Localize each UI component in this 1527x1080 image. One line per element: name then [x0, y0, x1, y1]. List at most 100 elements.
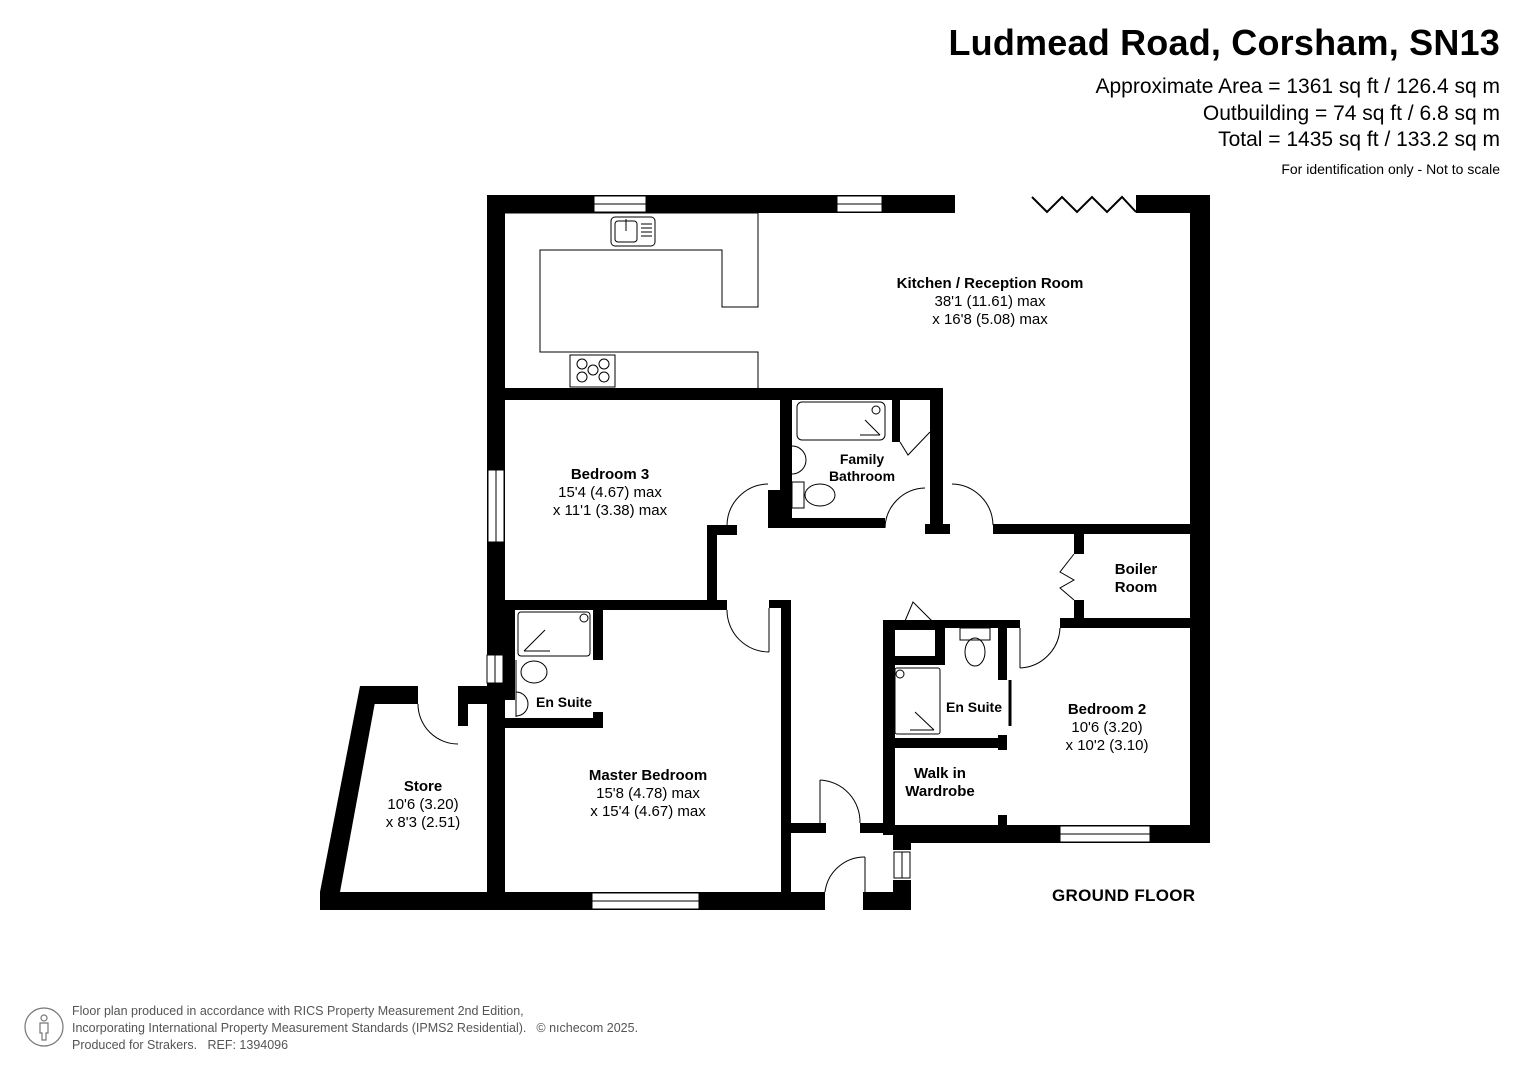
room-name: En Suite [945, 699, 1003, 715]
shower-tray-icon [517, 611, 591, 657]
wall-porch-left-top [791, 823, 826, 833]
wall-store-top-left [360, 686, 418, 704]
wall-ensuite1-right-top [593, 608, 603, 660]
wall-ensuite1-bottom [505, 718, 603, 728]
footer-line-2: Incorporating International Property Mea… [72, 1020, 638, 1037]
room-en-suite-bedroom-2: En Suite [946, 698, 1002, 716]
footer-text: Floor plan produced in accordance with R… [72, 1003, 638, 1054]
wall-ensuite2-top-left [883, 620, 945, 630]
door-front [824, 856, 866, 893]
bathroom-fixtures [791, 401, 931, 509]
wall-master-top-stub [769, 600, 791, 608]
room-kitchen-reception: Kitchen / Reception Room 38'1 (11.61) ma… [897, 275, 1084, 329]
room-store: Store 10'6 (3.20) x 8'3 (2.51) [386, 778, 461, 832]
door-bedroom3 [726, 483, 769, 526]
worktop-outline [505, 212, 759, 388]
wall-closet-right [935, 620, 945, 665]
room-dimension: x 11'1 (3.38) max [552, 502, 668, 519]
room-walk-in-wardrobe: Walk in Wardrobe [905, 765, 974, 801]
shower-tray-icon [894, 667, 941, 735]
sink-icon [610, 216, 656, 247]
approximate-area: Approximate Area = 1361 sq ft / 126.4 sq… [1095, 75, 1501, 98]
bifold-door-icon [1031, 195, 1137, 214]
toilet-cistern [959, 627, 991, 641]
wall-ensuite2-bottom [890, 738, 1007, 748]
wall-kitchen-bottom [487, 388, 943, 400]
wall-bath-closet [892, 392, 900, 442]
footer-line-2-text: Incorporating International Property Mea… [72, 1021, 527, 1035]
wall-ensuite1-left [505, 600, 515, 700]
room-dimension: x 16'8 (5.08) max [932, 311, 1048, 328]
wall-store-door-jamb [458, 686, 468, 726]
room-name: Family [839, 451, 885, 467]
door-hall [819, 779, 861, 824]
room-bedroom-3: Bedroom 3 15'4 (4.67) max x 11'1 (3.38) … [553, 466, 667, 520]
room-name: Bedroom 3 [570, 466, 650, 483]
wall-bath-right [930, 388, 943, 528]
wall-bed3-door-jamb [768, 490, 780, 528]
wall-bath-bottom [780, 518, 885, 528]
floor-label: GROUND FLOOR [1052, 886, 1196, 905]
wall-bath-left [780, 388, 792, 528]
door-master [726, 609, 770, 653]
windows [486, 195, 1151, 910]
wall-porch-right-upper [893, 825, 911, 850]
wall-ensuite2-top [945, 620, 1020, 628]
toilet-icon [520, 660, 548, 684]
wall-right [1190, 195, 1210, 843]
wall-store-top-right [460, 686, 505, 704]
wall-store-slant [320, 686, 378, 892]
room-name: Boiler [1114, 561, 1158, 578]
wall-kitchen-bottom-right [993, 524, 1210, 534]
wall-closet-bottom [890, 656, 945, 665]
hob-icon [569, 354, 616, 388]
basin-icon [515, 691, 529, 717]
wall-ensuite2-stub [998, 735, 1007, 750]
footer: Floor plan produced in accordance with R… [24, 1003, 638, 1054]
room-bedroom-2: Bedroom 2 10'6 (3.20) x 10'2 (3.10) [1066, 701, 1149, 755]
room-family-bathroom: Family Bathroom [829, 451, 895, 485]
disclaimer: For identification only - Not to scale [1281, 160, 1500, 177]
wall-top-left [487, 195, 955, 213]
room-dimension: x 10'2 (3.10) [1065, 737, 1149, 754]
wall-boiler-bottom [1060, 618, 1210, 628]
outbuilding-area: Outbuilding = 74 sq ft / 6.8 sq m [1202, 101, 1500, 125]
wall-bottom-right [893, 825, 1210, 843]
header: Ludmead Road, Corsham, SN13 Approximate … [948, 22, 1500, 178]
boiler-bifold-door [1059, 553, 1076, 601]
room-name: Kitchen / Reception Room [896, 275, 1084, 292]
room-name: Bedroom 2 [1067, 701, 1147, 718]
room-name: Master Bedroom [588, 767, 708, 784]
shower-head-icon [871, 405, 881, 415]
room-name: Wardrobe [905, 783, 975, 800]
wall-hall-stub [707, 525, 737, 535]
room-name: Walk in [914, 765, 966, 782]
property-title: Ludmead Road, Corsham, SN13 [948, 22, 1500, 63]
wall-left [487, 195, 505, 893]
room-en-suite-master: En Suite [536, 693, 592, 711]
basin-icon [791, 445, 807, 475]
total-area: Total = 1435 sq ft / 133.2 sq m [1218, 128, 1500, 151]
footer-line-1: Floor plan produced in accordance with R… [72, 1004, 524, 1018]
closet-door [904, 601, 933, 622]
footer-line-3: Produced for Strakers. REF: 1394096 [72, 1038, 289, 1052]
room-dimension: x 8'3 (2.51) [385, 814, 461, 831]
bath-icon [796, 401, 886, 441]
ensuite1-fixtures [515, 611, 591, 717]
wall-bath-bottom-r [925, 524, 950, 534]
room-name: Bathroom [828, 468, 896, 484]
wall-boiler-door-bottom [1074, 600, 1084, 628]
room-dimension: 10'6 (3.20) [387, 796, 459, 813]
wall-wardrobe-left [883, 620, 895, 835]
room-dimension: 38'1 (11.61) max [934, 293, 1046, 310]
ensuite2-fixtures [894, 601, 1012, 735]
wall-porch-bottom-right [863, 892, 911, 910]
room-dimension: 10'6 (3.20) [1071, 719, 1143, 736]
toilet-cistern [791, 481, 805, 509]
wall-boiler-door-top [1074, 534, 1084, 554]
wall-master-right [781, 600, 791, 895]
door-kitchen [951, 483, 994, 526]
room-name: En Suite [535, 694, 593, 710]
wall-ensuite2-right [998, 620, 1007, 680]
